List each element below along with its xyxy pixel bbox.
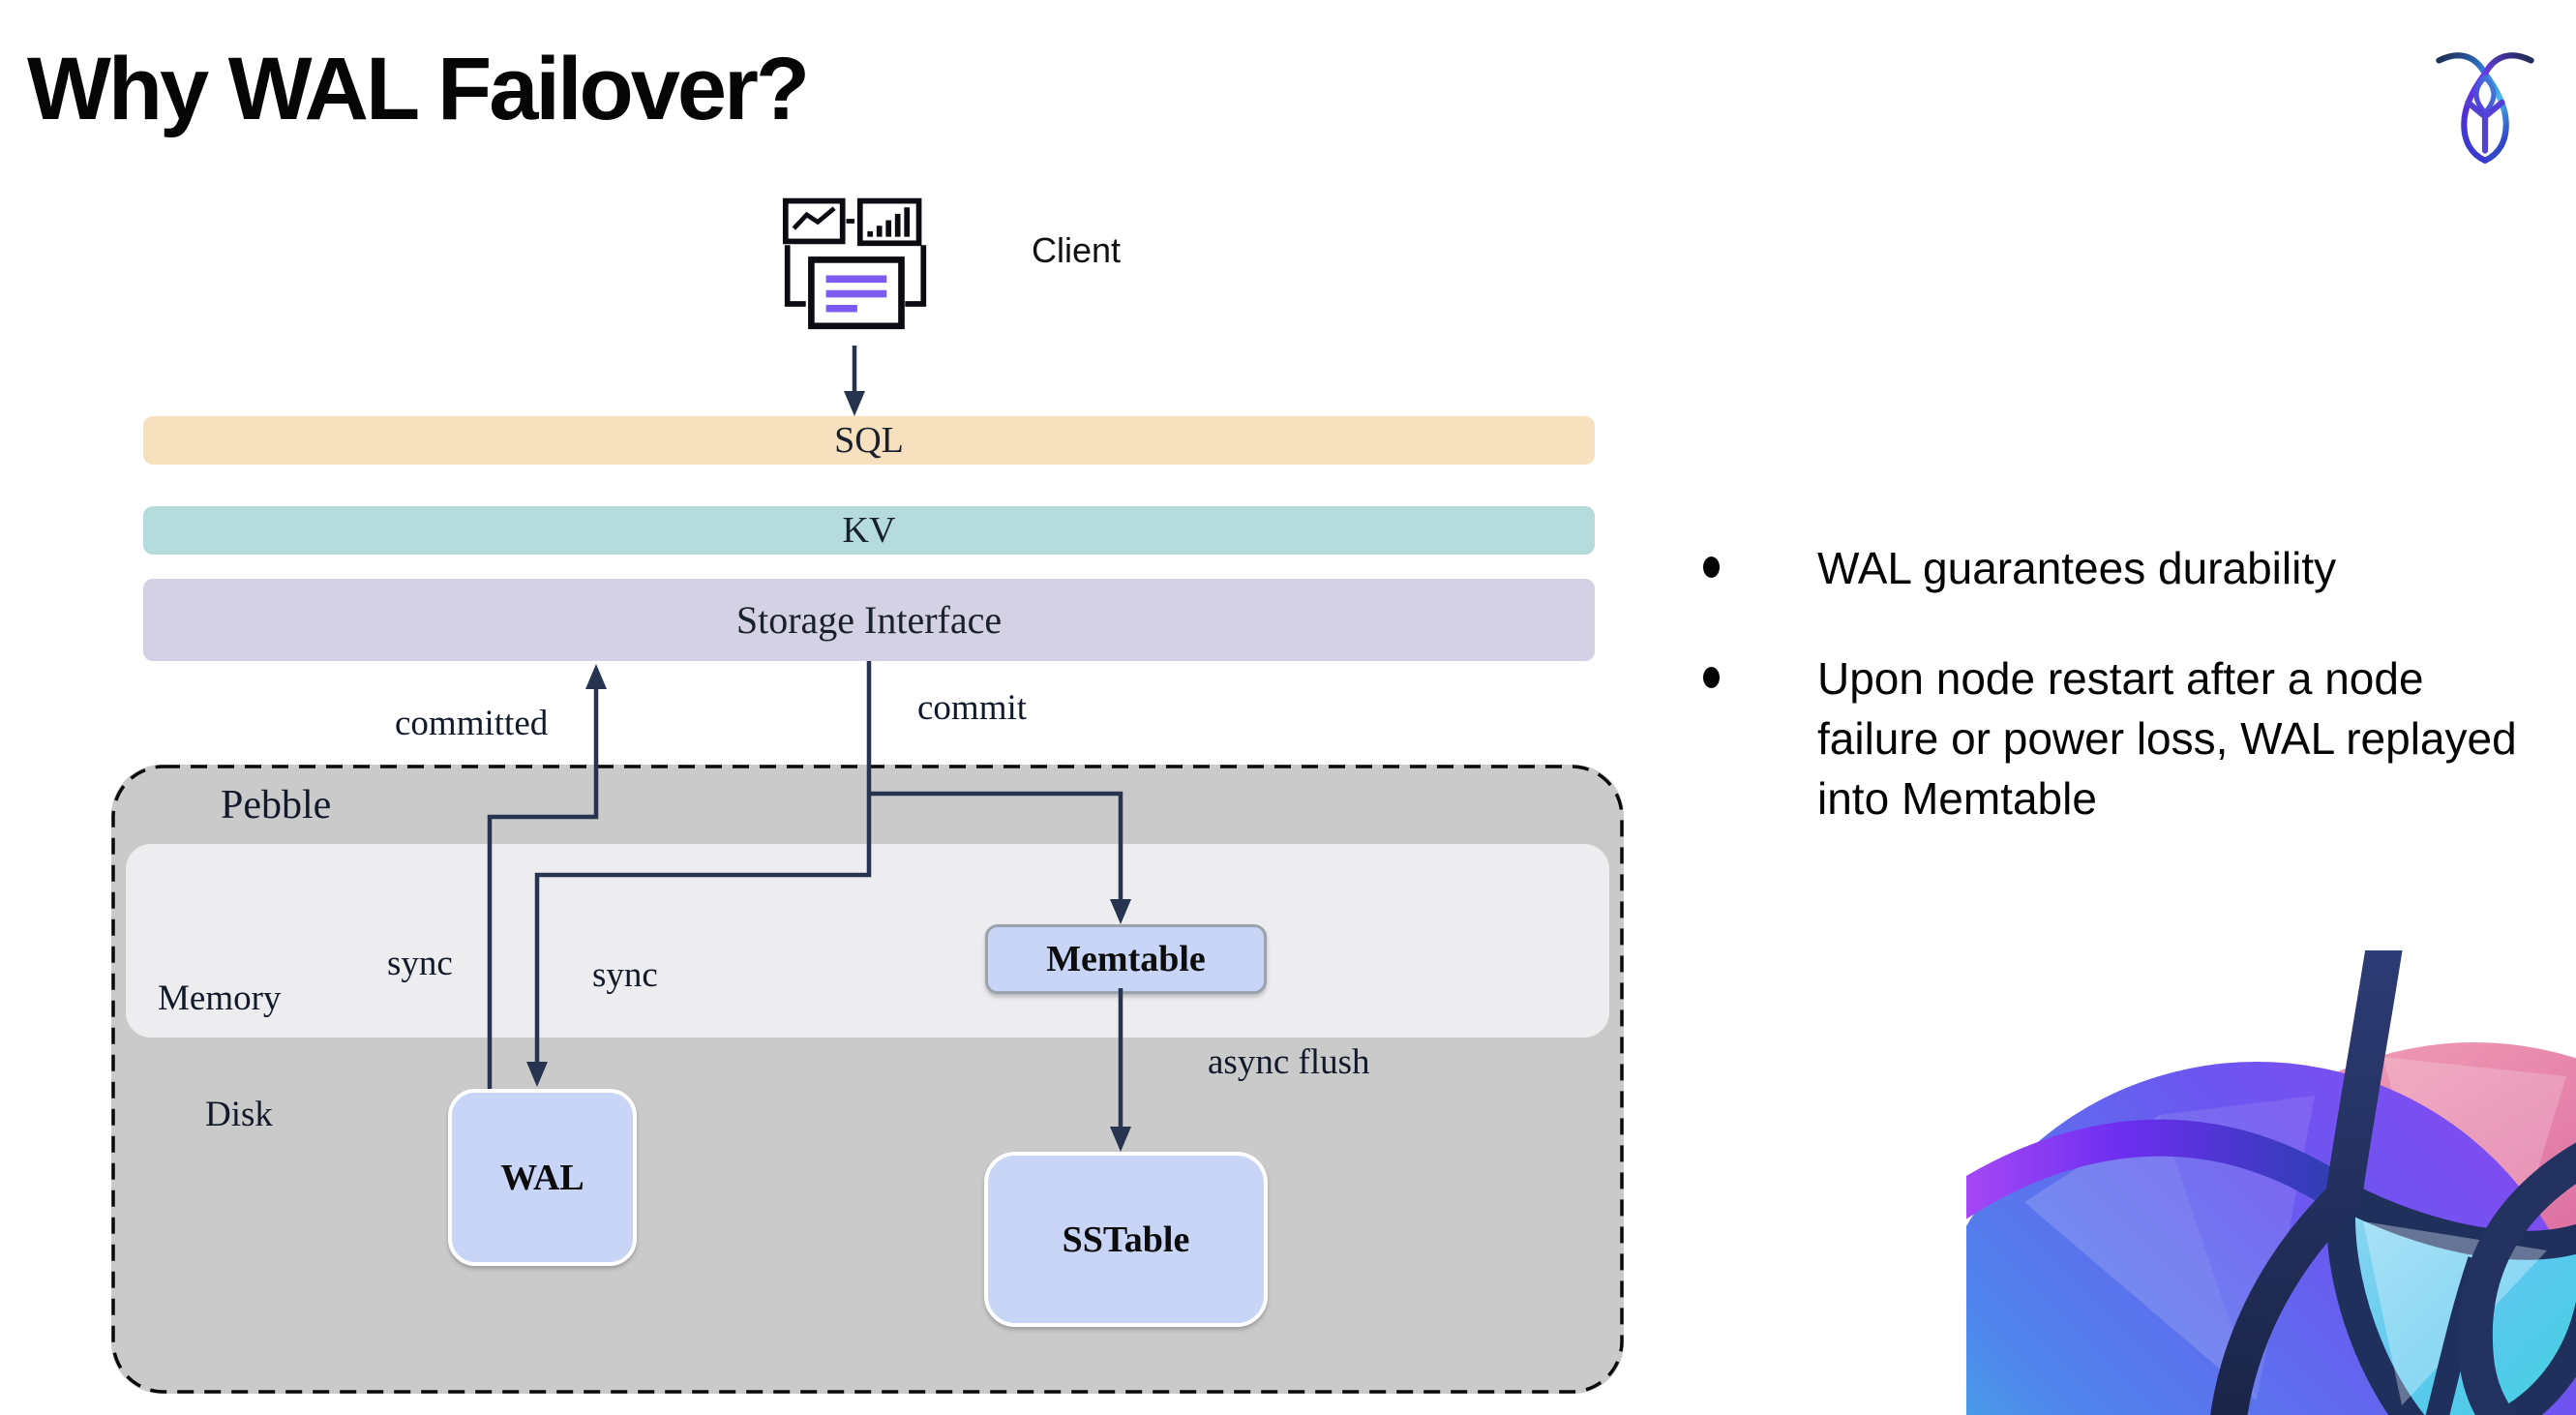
memtable-label: Memtable bbox=[1046, 939, 1206, 979]
commit-to-wal-arrow bbox=[534, 661, 872, 1064]
document-icon bbox=[808, 256, 905, 330]
layer-kv-label: KV bbox=[842, 510, 896, 551]
sync-left-edge-label: sync bbox=[387, 944, 453, 983]
cockroach-logo-icon bbox=[2436, 52, 2534, 164]
bullet-item: Upon node restart after a node failure o… bbox=[1701, 648, 2553, 828]
pebble-dashed-border bbox=[111, 765, 1624, 1394]
memory-region-label: Memory bbox=[158, 978, 282, 1018]
cockroach-deco-graphic bbox=[1966, 950, 2576, 1415]
layer-storage-interface-label: Storage Interface bbox=[735, 598, 1003, 642]
bullet-list: WAL guarantees durability Upon node rest… bbox=[1701, 538, 2553, 879]
layer-kv: KV bbox=[143, 506, 1595, 555]
bar-chart-icon bbox=[856, 197, 922, 247]
bullet-item: WAL guarantees durability bbox=[1701, 538, 2553, 598]
line-chart-icon bbox=[782, 197, 846, 245]
layer-sql-label: SQL bbox=[834, 420, 904, 461]
layer-sql: SQL bbox=[143, 416, 1595, 465]
commit-to-memtable-arrow bbox=[869, 791, 1123, 901]
commit-edge-label: commit bbox=[917, 688, 1028, 728]
memtable-node: Memtable bbox=[985, 924, 1267, 994]
wal-node: WAL bbox=[448, 1089, 637, 1266]
committed-edge-label: committed bbox=[395, 704, 549, 743]
page-title: Why WAL Failover? bbox=[27, 40, 810, 138]
sstable-label: SSTable bbox=[1062, 1219, 1190, 1260]
diagram-arrows bbox=[487, 346, 1131, 1152]
pebble-region-label: Pebble bbox=[221, 783, 332, 828]
layer-storage-interface: Storage Interface bbox=[143, 579, 1595, 661]
committed-arrow bbox=[487, 689, 599, 1089]
client-label: Client bbox=[1032, 230, 1122, 270]
wal-label: WAL bbox=[500, 1157, 584, 1198]
sync-right-edge-label: sync bbox=[592, 955, 658, 995]
client-computer-icon bbox=[782, 197, 927, 330]
disk-region-label: Disk bbox=[205, 1095, 273, 1134]
async-flush-edge-label: async flush bbox=[1208, 1042, 1370, 1082]
sstable-node: SSTable bbox=[984, 1152, 1268, 1327]
